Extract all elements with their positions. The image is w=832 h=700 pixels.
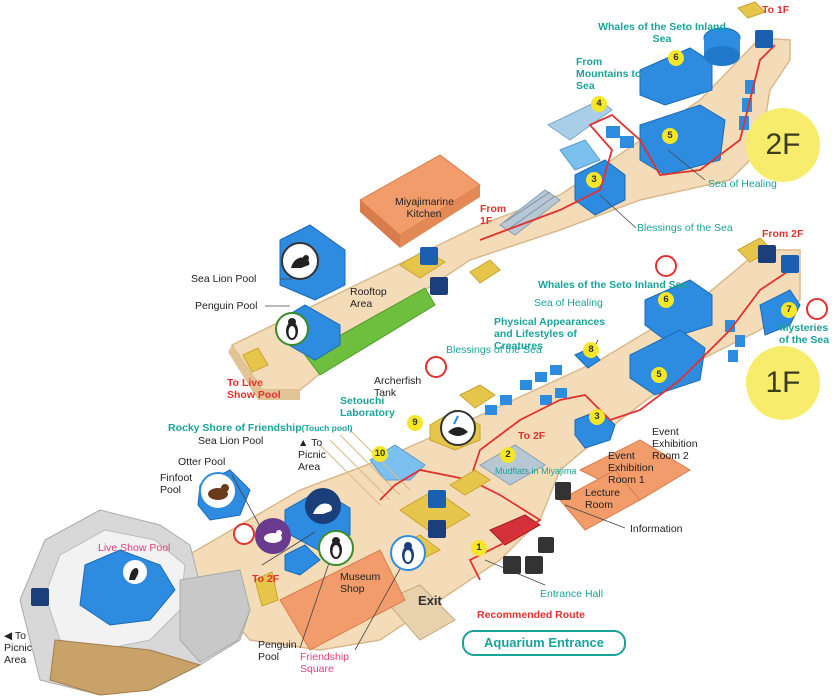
otter-icon <box>255 518 291 554</box>
label-blessings-1f: Blessings of the Sea <box>446 344 542 356</box>
exhibit-number-2[interactable]: 2 <box>500 447 516 463</box>
exhibit-number-3-1f[interactable]: 3 <box>589 409 605 425</box>
label-whales-1f: Whales of the Seto Inland Sea <box>538 279 688 291</box>
label-live-show-pool: Live Show Pool <box>98 542 171 554</box>
no-camera-icon-archerfish <box>425 356 447 378</box>
exhibit-number-6-2f[interactable]: 6 <box>668 50 684 66</box>
exhibit-number-4-2f[interactable]: 4 <box>591 96 607 112</box>
floor-badge-2f: 2F <box>746 108 820 182</box>
restroom-icon-1f-center <box>428 520 446 538</box>
label-lecture-room: Lecture Room <box>585 487 621 511</box>
elevator-icon <box>755 30 773 48</box>
label-archerfish: Archerfish Tank <box>374 375 422 399</box>
sea-lion-pool-icon <box>305 488 341 524</box>
label-to-live-show-pool[interactable]: To Live Show Pool <box>227 377 281 401</box>
label-entrance-hall: Entrance Hall <box>540 588 604 600</box>
label-otter-pool: Otter Pool <box>178 456 226 468</box>
label-information: Information <box>630 523 683 535</box>
label-to-1f: To 1F <box>762 4 790 16</box>
exhibit-number-7[interactable]: 7 <box>781 302 797 318</box>
archerfish-icon <box>440 410 476 446</box>
exhibit-number-8[interactable]: 8 <box>583 342 599 358</box>
penguin-pool-icon <box>318 530 354 566</box>
label-from-2f: From 2F <box>762 228 804 240</box>
label-to-2f-upper[interactable]: To 2F <box>518 430 546 442</box>
label-to-picnic-area-left[interactable]: ◀ To Picnic Area <box>4 630 33 666</box>
label-mountains-2f: From Mountains to Sea <box>576 56 642 92</box>
label-penguin-pool: Penguin Pool <box>258 639 297 663</box>
label-penguin-pool-top: Penguin Pool <box>195 300 258 312</box>
exhibit-number-6-1f[interactable]: 6 <box>658 292 674 308</box>
restroom-icon-2f <box>430 277 448 295</box>
friendship-penguin-icon <box>390 535 426 571</box>
label-recommended-route: Recommended Route <box>477 609 585 621</box>
label-to-picnic-area[interactable]: ▲ To Picnic Area <box>298 437 327 473</box>
no-camera-icon <box>655 255 677 277</box>
exhibit-number-5-1f[interactable]: 5 <box>651 367 667 383</box>
label-event-room-1: Event Exhibition Room 1 <box>608 450 654 486</box>
label-mudflats: Mudflats in Miyajima <box>495 466 577 476</box>
restroom-icon-1f-right <box>758 245 776 263</box>
elevator-icon-2f <box>420 247 438 265</box>
aquarium-entrance-badge[interactable]: Aquarium Entrance <box>462 630 626 656</box>
live-show-stadium <box>19 509 251 696</box>
label-whales-2f: Whales of the Seto Inland Sea <box>598 21 726 45</box>
label-finfoot-pool: Finfoot Pool <box>160 472 193 496</box>
label-healing-1f: Sea of Healing <box>534 297 603 309</box>
label-healing-2f: Sea of Healing <box>708 178 777 190</box>
exhibit-number-5-2f[interactable]: 5 <box>662 128 678 144</box>
label-kitchen: Miyajimarine Kitchen <box>395 196 454 220</box>
label-from-1f: From 1F <box>480 203 507 227</box>
elevator-icon-1f-center <box>428 490 446 508</box>
exhibit-number-1[interactable]: 1 <box>471 540 487 556</box>
label-rooftop: Rooftop Area <box>350 286 387 310</box>
label-mysteries: Mysteries of the Sea <box>778 322 830 346</box>
stroller-icon <box>525 556 543 574</box>
finfoot-icon <box>199 472 237 510</box>
label-sea-lion-pool: Sea Lion Pool <box>198 435 264 447</box>
exhibit-number-10[interactable]: 10 <box>372 446 388 462</box>
live-show-sea-lion-icon <box>121 558 149 586</box>
information-icon <box>555 482 571 500</box>
label-to-2f-lower[interactable]: To 2F <box>252 573 280 585</box>
label-rocky-shore: Rocky Shore of Friendship(Touch pool) <box>168 422 353 434</box>
label-sea-lion-pool-top: Sea Lion Pool <box>191 273 257 285</box>
label-blessings-2f: Blessings of the Sea <box>637 222 733 234</box>
label-physical: Physical Appearances and Lifestyles of C… <box>494 316 606 352</box>
label-setouchi: Setouchi Laboratory <box>340 395 395 419</box>
exhibit-number-3-2f[interactable]: 3 <box>586 172 602 188</box>
label-museum-shop: Museum Shop <box>340 571 381 595</box>
penguin-icon <box>275 312 309 346</box>
sea-lion-icon <box>281 242 319 280</box>
no-camera-icon-otter <box>233 523 255 545</box>
label-friendship-square: Friendship Square <box>300 651 350 675</box>
floor-badge-1f: 1F <box>746 346 820 420</box>
elevator-icon-1f <box>781 255 799 273</box>
restroom-icon-live-show <box>31 588 49 606</box>
wheelchair-icon <box>503 556 521 574</box>
label-exit: Exit <box>418 593 442 608</box>
exhibit-number-9[interactable]: 9 <box>407 415 423 431</box>
no-camera-icon-mysteries <box>806 298 828 320</box>
floor-2f-building <box>228 1 791 400</box>
label-event-room-2: Event Exhibition Room 2 <box>652 426 698 462</box>
locker-icon <box>538 537 554 553</box>
